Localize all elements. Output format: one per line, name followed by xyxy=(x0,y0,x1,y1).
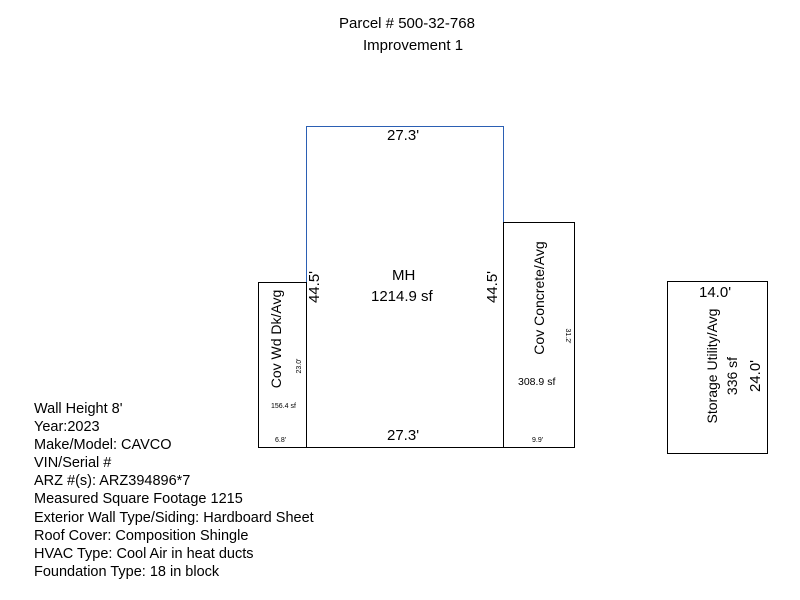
make-model: Make/Model: CAVCO xyxy=(34,437,172,454)
mh-left-dimension: 44.5' xyxy=(306,270,323,304)
deck-side-dimension: 23.0' xyxy=(296,358,303,374)
mh-area: 1214.9 sf xyxy=(371,288,433,305)
parcel-number: Parcel # 500-32-768 xyxy=(339,15,475,32)
concrete-outline xyxy=(503,222,575,448)
hvac-type: HVAC Type: Cool Air in heat ducts xyxy=(34,545,254,562)
concrete-side-dimension: 31.2' xyxy=(564,328,571,344)
concrete-bottom-dimension: 9.9' xyxy=(532,437,544,444)
roof-cover: Roof Cover: Composition Shingle xyxy=(34,527,249,544)
concrete-label: Cov Concrete/Avg xyxy=(531,241,547,355)
mh-bottom-dimension: 27.3' xyxy=(387,427,420,444)
deck-area: 156.4 sf xyxy=(271,403,296,410)
exterior-wall-type: Exterior Wall Type/Siding: Hardboard She… xyxy=(34,509,314,526)
vin-serial: VIN/Serial # xyxy=(34,455,112,472)
mh-top-dimension: 27.3' xyxy=(387,127,420,144)
deck-outline xyxy=(258,282,307,448)
wall-height: Wall Height 8' xyxy=(34,401,123,417)
year: Year:2023 xyxy=(34,419,100,436)
deck-label: Cov Wd Dk/Avg xyxy=(268,289,284,389)
storage-outline xyxy=(667,281,768,454)
storage-label: Storage Utility/Avg xyxy=(704,308,720,424)
arz-number: ARZ #(s): ARZ394896*7 xyxy=(34,473,191,490)
improvement-label: Improvement 1 xyxy=(363,37,464,54)
foundation-type: Foundation Type: 18 in block xyxy=(34,563,220,580)
storage-area: 336 sf xyxy=(724,356,740,396)
mh-right-dimension: 44.5' xyxy=(484,270,501,304)
measured-square-footage: Measured Square Footage 1215 xyxy=(34,491,243,508)
improvement-details: Wall Height 8' Year:2023 Make/Model: CAV… xyxy=(34,400,314,581)
deck-bottom-dimension: 6.8' xyxy=(275,437,287,444)
storage-top-dimension: 14.0' xyxy=(699,284,732,301)
mh-label: MH xyxy=(392,267,416,284)
mh-outline xyxy=(306,126,504,448)
storage-side-dimension: 24.0' xyxy=(747,359,764,393)
concrete-area: 308.9 sf xyxy=(518,376,556,388)
